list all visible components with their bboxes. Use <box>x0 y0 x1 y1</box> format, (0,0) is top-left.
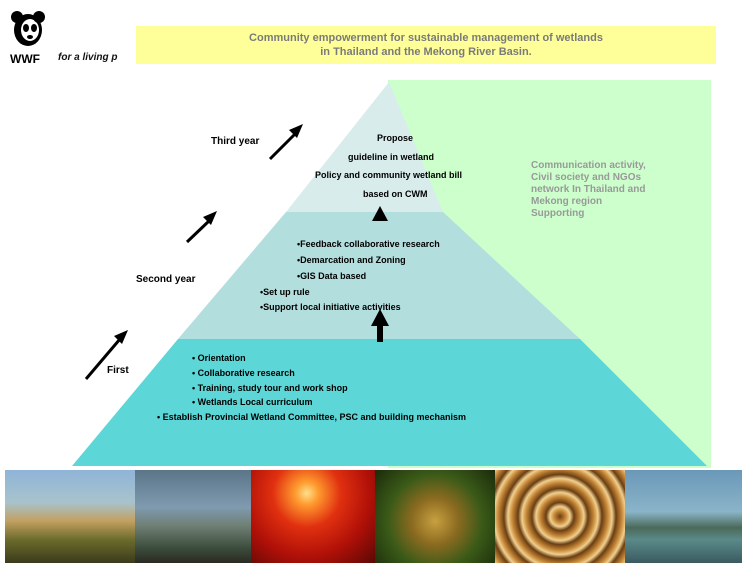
red-sunset-photo <box>251 470 375 563</box>
bottom-tier-line: • Orientation <box>192 353 246 363</box>
side-panel-line: Communication activity, <box>531 160 646 171</box>
second-year-label: Second year <box>136 274 196 285</box>
bottom-tier-line: • Training, study tour and work shop <box>192 383 348 393</box>
title-line-1: Community empowerment for sustainable ma… <box>249 32 603 44</box>
photo-strip <box>5 470 742 563</box>
coral-photo <box>495 470 625 563</box>
pyramid-middle-tier <box>178 212 580 339</box>
pyramid-bottom-tier <box>72 339 707 466</box>
desert-cactus-photo <box>5 470 135 563</box>
side-panel-line: Supporting <box>531 208 585 219</box>
middle-tier-line: •Set up rule <box>260 287 310 297</box>
wwf-panda-logo: WWF <box>8 8 48 68</box>
up-arrow-icon <box>372 206 388 221</box>
side-panel-line: Mekong region <box>531 196 603 207</box>
wwf-logo-text: WWF <box>10 52 40 66</box>
top-tier-line: guideline in wetland <box>348 152 435 162</box>
diagonal-arrow-icon <box>185 211 217 244</box>
bottom-tier-line: • Establish Provincial Wetland Committee… <box>157 412 467 422</box>
pyramid-top-tier <box>286 82 443 212</box>
top-tier-line: Policy and community wetland bill <box>315 170 463 180</box>
title-banner: Community empowerment for sustainable ma… <box>136 26 716 64</box>
title-line-2: in Thailand and the Mekong River Basin. <box>320 46 532 58</box>
first-year-label: First <box>107 365 129 376</box>
third-year-label: Third year <box>211 136 260 147</box>
up-arrow-icon <box>371 309 389 342</box>
bottom-tier-line: • Collaborative research <box>192 368 295 378</box>
side-panel-line: Civil society and NGOs <box>531 172 642 183</box>
diagonal-arrow-icon <box>268 124 303 161</box>
middle-tier-line: •Feedback collaborative research <box>297 239 440 249</box>
diagonal-arrow-icon <box>84 330 128 380</box>
middle-tier-line: •Demarcation and Zoning <box>297 255 406 265</box>
tagline: for a living p <box>58 52 118 63</box>
side-panel-line: network In Thailand and <box>531 184 646 195</box>
middle-tier-line: •GIS Data based <box>297 271 367 281</box>
mangrove-water-photo <box>625 470 742 563</box>
middle-tier-line: •Support local initiative activities <box>260 302 401 312</box>
top-tier-line: based on CWM <box>363 189 428 199</box>
side-panel-text: Communication activity, Civil society an… <box>531 160 646 220</box>
leopard-photo <box>375 470 495 563</box>
top-tier-line: Propose <box>377 133 414 143</box>
fisherman-lake-photo <box>135 470 251 563</box>
bottom-tier-line: • Wetlands Local curriculum <box>192 397 313 407</box>
